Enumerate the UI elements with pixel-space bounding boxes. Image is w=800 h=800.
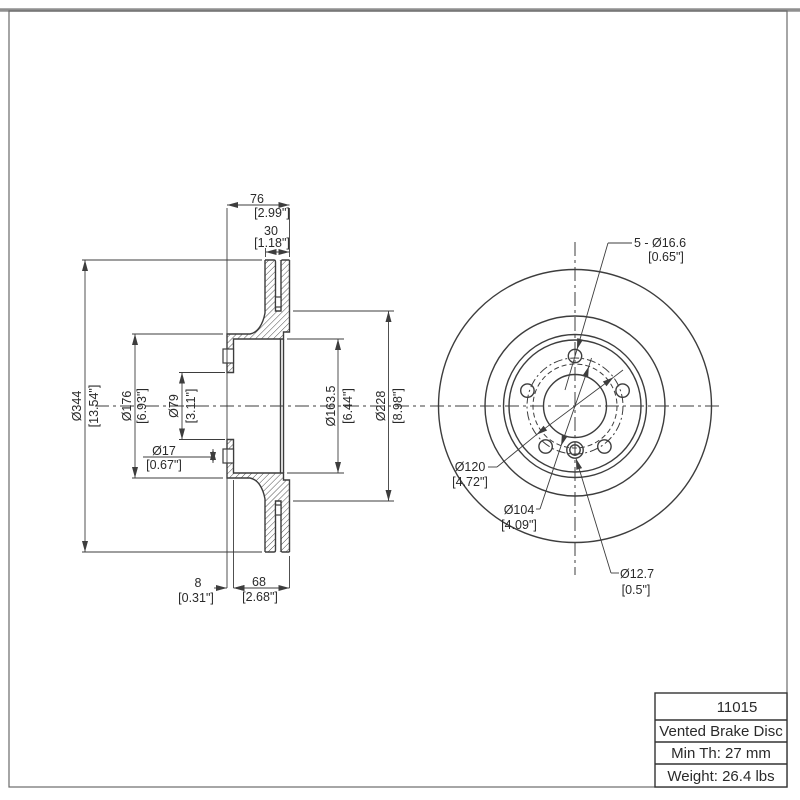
dim-hat-face-thickness-in: [0.31"] bbox=[178, 591, 214, 605]
dim-outer-diameter-mm: Ø344 bbox=[70, 391, 84, 422]
lug-hole-top bbox=[222, 348, 235, 364]
title-block: 11015 Vented Brake Disc Min Th: 27 mm We… bbox=[654, 692, 788, 788]
dim-hat-depth-mm: 68 bbox=[252, 575, 266, 589]
vent-rib-top bbox=[274, 296, 282, 308]
vent-rib-bottom bbox=[274, 504, 282, 516]
dim-inner-diameter-mm: Ø163.5 bbox=[324, 385, 338, 426]
section-dimensions bbox=[82, 202, 394, 591]
product-type: Vented Brake Disc bbox=[659, 723, 783, 740]
front-view bbox=[430, 242, 722, 575]
dim-bolt-circle-mm: Ø120 bbox=[455, 460, 486, 474]
weight: Weight: 26.4 lbs bbox=[667, 768, 774, 785]
dim-disc-thickness-mm: 30 bbox=[264, 224, 278, 238]
front-view-labels: 5 - Ø16.6 [0.65"] Ø120 [4.72"] Ø104 [4.0… bbox=[452, 236, 686, 597]
part-number: 11015 bbox=[717, 699, 758, 716]
dim-pilot-diameter-mm: Ø79 bbox=[167, 394, 181, 418]
dim-outer-diameter-in: [13.54"] bbox=[87, 385, 101, 428]
lug-hole bbox=[538, 439, 553, 454]
dim-set-screw-hole-in: [0.5"] bbox=[622, 583, 651, 597]
dim-overall-width-mm: 76 bbox=[250, 192, 264, 206]
dim-set-screw-circle-mm: Ø104 bbox=[504, 503, 535, 517]
dim-inner-diameter-in: [6.44"] bbox=[341, 388, 355, 424]
dim-hat-diameter-in: [6.93"] bbox=[135, 388, 149, 424]
lug-hole bbox=[520, 383, 535, 398]
dim-bolt-circle-in: [4.72"] bbox=[452, 475, 488, 489]
lug-hole-bottom bbox=[222, 448, 235, 464]
lug-hole bbox=[615, 383, 630, 398]
dim-hat-depth-in: [2.68"] bbox=[242, 590, 278, 604]
section-material-bottom bbox=[227, 439, 290, 552]
dim-set-screw-circle-in: [4.09"] bbox=[501, 518, 537, 532]
section-view bbox=[95, 259, 425, 553]
section-material-top bbox=[227, 260, 290, 373]
lug-hole bbox=[597, 439, 612, 454]
dim-set-screw-hole-mm: Ø12.7 bbox=[620, 567, 654, 581]
dim-hat-diameter-mm: Ø176 bbox=[120, 391, 134, 422]
dim-overall-width-in: [2.99"] bbox=[254, 206, 290, 220]
dim-hat-face-thickness-mm: 8 bbox=[195, 576, 202, 590]
front-view-dimensions bbox=[488, 242, 632, 574]
section-outline-top bbox=[226, 259, 291, 374]
section-dimension-labels: 76 [2.99"] 30 [1.18"] Ø344 [13.54"] Ø176… bbox=[70, 192, 405, 605]
section-outline-bottom bbox=[226, 438, 291, 553]
min-thickness: Min Th: 27 mm bbox=[671, 745, 771, 762]
dim-bolt-holes-in: [0.65"] bbox=[648, 250, 684, 264]
dim-lug-hole-mm: Ø17 bbox=[152, 444, 176, 458]
dim-disc-thickness-in: [1.18"] bbox=[254, 236, 290, 250]
sheet-border bbox=[0, 8, 800, 788]
dim-lug-hole-in: [0.67"] bbox=[146, 458, 182, 472]
dim-pilot-diameter-in: [3.11"] bbox=[184, 389, 198, 424]
dim-vent-diameter-in: [8.98"] bbox=[391, 388, 405, 424]
dim-vent-diameter-mm: Ø228 bbox=[374, 391, 388, 422]
dim-bolt-holes-mm: 5 - Ø16.6 bbox=[634, 236, 686, 250]
